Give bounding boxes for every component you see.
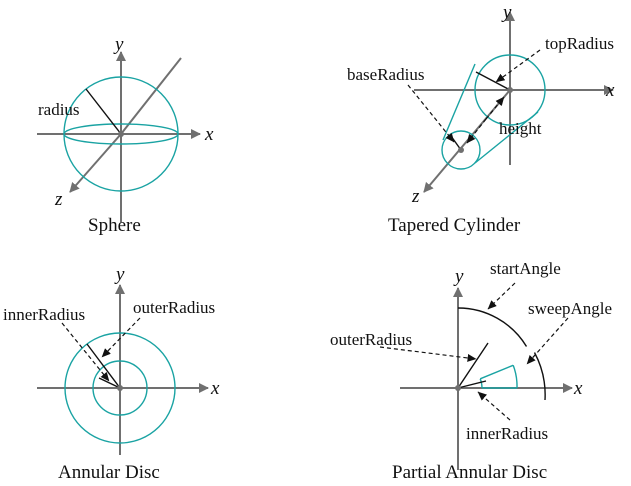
partial-caption: Partial Annular Disc (392, 462, 547, 483)
tapered-base-circle (441, 130, 481, 170)
partial-outer-radius-label: outerRadius (330, 330, 412, 349)
sweep-angle-label: sweepAngle (528, 299, 612, 318)
annular-caption: Annular Disc (58, 462, 160, 483)
tapered-top-radius-line (475, 71, 511, 91)
annular-disc-panel: x y innerRadius outerRadius Annular Disc (3, 264, 220, 483)
sphere-center (118, 131, 124, 137)
annular-y-label: y (114, 264, 125, 285)
partial-outer-arc (512, 365, 518, 389)
sphere-z-label: z (54, 189, 63, 210)
annular-center (117, 385, 123, 391)
partial-inner-radius-label: innerRadius (466, 424, 548, 443)
annular-outer-radius-line (86, 343, 121, 389)
base-radius-label: baseRadius (347, 65, 424, 84)
sweep-angle-leader (526, 317, 569, 365)
height-label: height (499, 119, 542, 138)
annular-x-label: x (210, 378, 220, 399)
annular-outer-radius-label: outerRadius (133, 298, 215, 317)
tapered-cylinder-panel: x y z topRadius baseRadius height Tapere… (347, 2, 615, 236)
tapered-z-label: z (411, 186, 420, 207)
partial-outer-radius-leader (379, 346, 477, 362)
sphere-caption: Sphere (88, 215, 141, 236)
partial-annular-disc-panel: x y startAngle sweepAngle outerRadius in… (330, 259, 612, 483)
partial-center (455, 385, 461, 391)
height-arrow-lower (466, 118, 487, 144)
partial-start-edge (479, 364, 514, 380)
tapered-y-label: y (501, 2, 512, 23)
sphere-x-label: x (204, 124, 214, 145)
start-angle-leader (487, 282, 516, 310)
sphere-radius-label: radius (38, 100, 80, 119)
tapered-side-right (474, 111, 539, 164)
base-radius-leader (407, 84, 455, 143)
partial-y-label: y (453, 266, 464, 287)
partial-inner-radius-leader (477, 391, 511, 421)
tapered-side-left (442, 63, 476, 141)
partial-outer-radius-line (457, 342, 489, 389)
annular-inner-radius-label: innerRadius (3, 305, 85, 324)
outer-radius-leader (101, 317, 141, 358)
partial-inner-radius-line (457, 380, 487, 389)
tapered-x-label: x (605, 80, 615, 101)
tapered-top-circle (474, 54, 546, 126)
sphere-equator (63, 123, 179, 145)
sphere-radius-line (85, 88, 122, 135)
inner-radius-leader (61, 322, 110, 382)
top-radius-leader (495, 49, 541, 83)
tapered-top-center (507, 87, 513, 93)
sweep-angle-arc (533, 352, 546, 401)
sphere-z-axis-back (120, 57, 182, 135)
start-angle-label: startAngle (490, 259, 561, 278)
tapered-base-center (458, 147, 464, 153)
annular-inner-circle (92, 360, 148, 416)
height-arrow (485, 96, 505, 120)
partial-inner-arc (479, 378, 483, 389)
sphere-y-label: y (113, 34, 124, 55)
sphere-panel: x y z radius Sphere (37, 34, 214, 236)
partial-x-label: x (573, 378, 583, 399)
start-angle-arc (457, 307, 528, 347)
top-radius-label: topRadius (545, 34, 614, 53)
tapered-caption: Tapered Cylinder (388, 215, 521, 236)
annular-outer-circle (64, 332, 176, 444)
